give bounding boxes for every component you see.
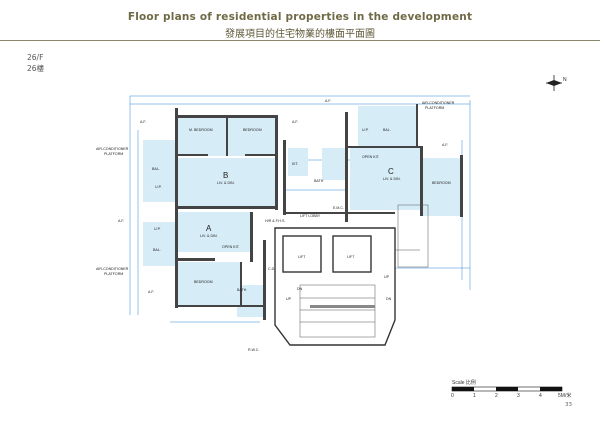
page-title-chinese: 發展項目的住宅物業的樓面平面圖 <box>225 29 375 40</box>
plan-label: BAL. <box>152 167 160 171</box>
plan-label: A.F. <box>292 120 298 124</box>
plan-label: N <box>563 77 567 83</box>
plan-label: A.F. <box>140 120 146 124</box>
north-arrow-icon: N <box>546 75 567 91</box>
plan-label: 4 <box>539 393 542 399</box>
plan-label: AIR-CONDITIONER <box>96 147 129 151</box>
header-divider <box>0 40 600 41</box>
plan-label: PLATFORM <box>104 272 123 276</box>
plan-label: BAL. <box>153 248 161 252</box>
plan-label: BATH <box>314 179 324 183</box>
plan-label: U.P. <box>154 227 161 231</box>
plan-label: UP <box>286 297 292 301</box>
plan-label: H/R & F.H.S. <box>265 219 285 223</box>
page-number: 33 <box>565 402 572 408</box>
plan-label: LIFT <box>347 255 355 259</box>
core <box>274 204 429 346</box>
plan-label: OPEN KIT. <box>222 245 240 249</box>
plan-label: DN <box>386 297 392 301</box>
plan-label: PLATFORM <box>425 106 444 110</box>
plan-label: 3 <box>517 393 520 399</box>
plan-label: OPEN KIT. <box>362 155 380 159</box>
room-labels: M. BEDROOM BEDROOM B LIV. & DIN. BAL. U.… <box>96 99 455 352</box>
plan-label: LIV. & DIN. <box>217 181 235 185</box>
plan-label: LIV. & DIN. <box>200 234 218 238</box>
page-title: Floor plans of residential properties in… <box>127 11 473 23</box>
plan-label: DN <box>297 287 303 291</box>
plan-label: UP <box>384 275 390 279</box>
plan-label: 5M/米 <box>558 392 571 399</box>
unit-label: B <box>223 171 228 180</box>
unit-label: A <box>206 224 212 233</box>
plan-label: C.D. <box>268 267 275 271</box>
plan-label: 0 <box>451 393 454 399</box>
plan-label: LIV. & DIN. <box>383 177 401 181</box>
plan-label: 2 <box>495 393 498 399</box>
floor-label-chinese: 26樓 <box>27 64 45 73</box>
plan-label: BEDROOM <box>194 280 213 284</box>
walls <box>175 104 463 320</box>
scale-bar: Scale 比例 0 1 2 3 4 5M/米 <box>451 379 571 399</box>
plan-label: PLATFORM <box>104 152 123 156</box>
room-fills <box>143 106 463 317</box>
plan-label: E.M.C. <box>333 206 344 210</box>
plan-label: BAL. <box>383 128 391 132</box>
plan-label: Scale 比例 <box>452 379 476 386</box>
plan-label: M. BEDROOM <box>189 128 213 132</box>
plan-label: A.F. <box>325 99 331 103</box>
plan-label: BEDROOM <box>432 181 451 185</box>
floor-label: 26/F <box>27 53 44 62</box>
plan-label: U.P. <box>155 185 162 189</box>
unit-label: C <box>388 167 394 176</box>
plan-label: U.P. <box>362 128 369 132</box>
plan-label: BATH <box>237 288 247 292</box>
plan-label: AIR-CONDITIONER <box>96 267 129 271</box>
plan-label: BEDROOM <box>243 128 262 132</box>
plan-label: 1 <box>473 393 476 399</box>
plan-label: A.F. <box>148 290 154 294</box>
plan-label: AIR-CONDITIONER <box>422 101 455 105</box>
plan-label: A.F. <box>442 143 448 147</box>
plan-label: A.F. <box>118 219 124 223</box>
plan-label: R.W.C. <box>248 348 259 352</box>
plan-label: KIT. <box>292 162 298 166</box>
plan-label: LIFT <box>298 255 306 259</box>
plan-label: LIFT LOBBY <box>300 214 321 218</box>
